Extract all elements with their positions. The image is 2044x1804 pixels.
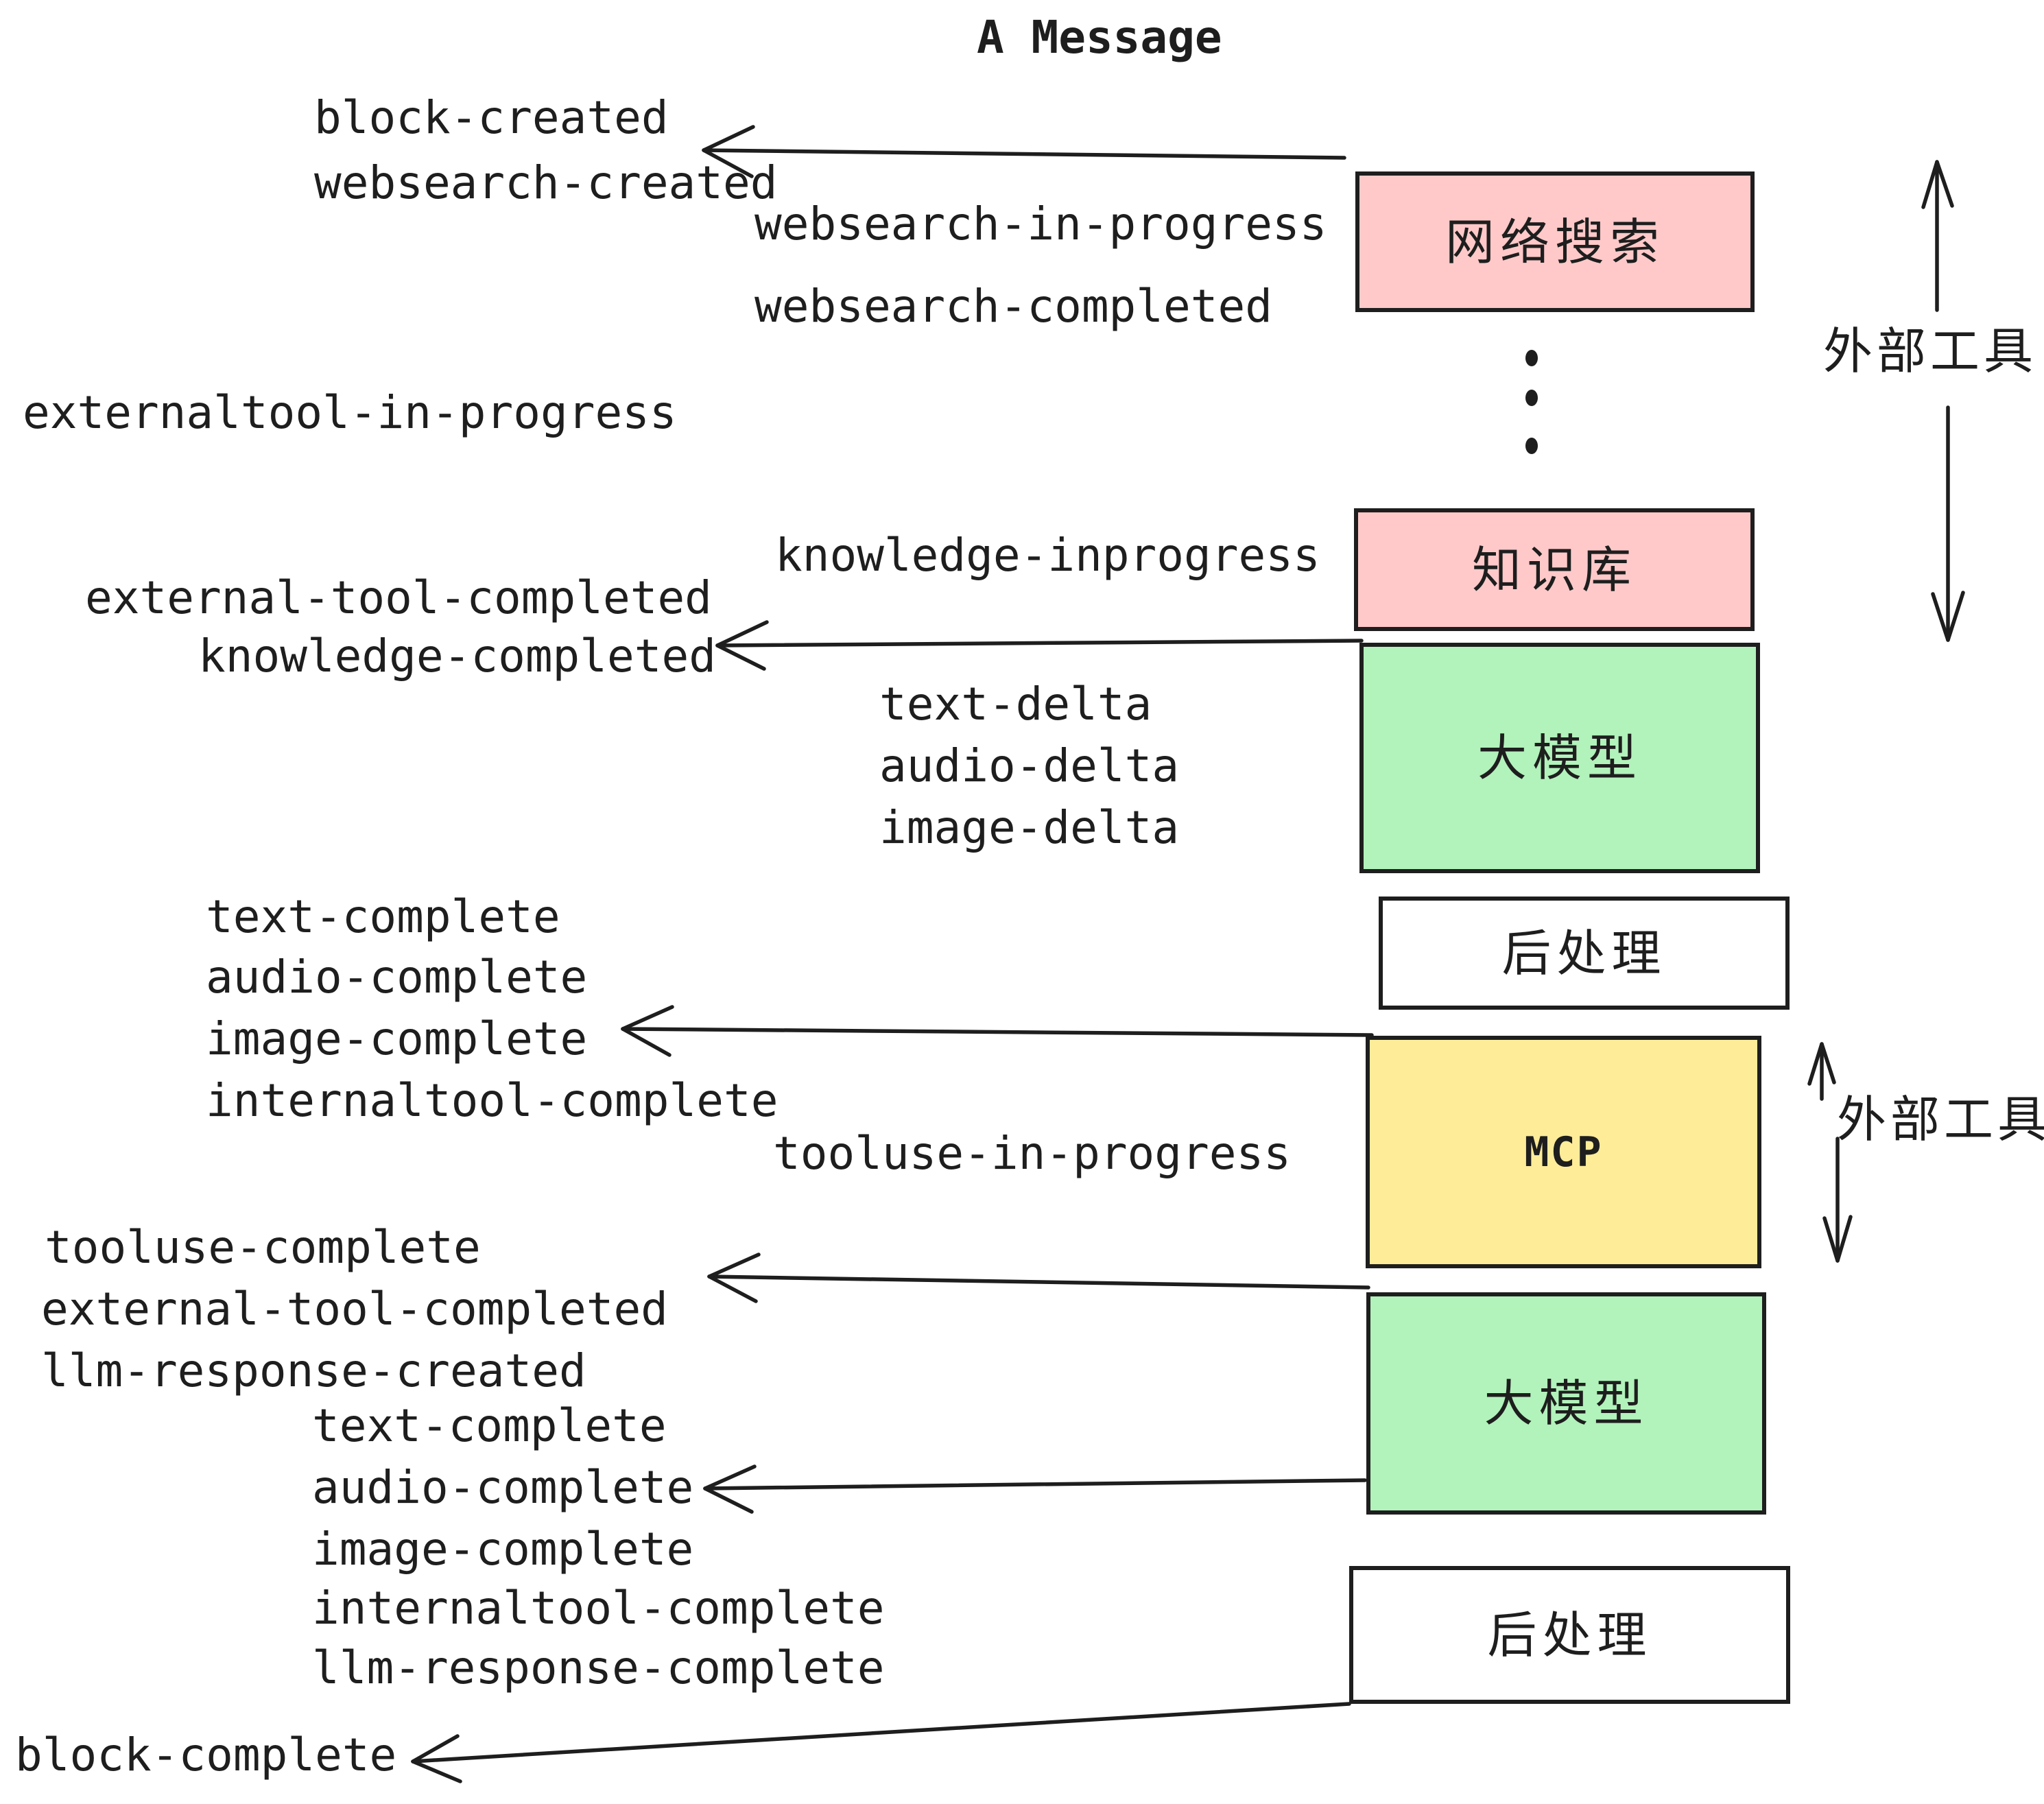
- event-text-complete-2: text-complete: [312, 1399, 667, 1452]
- arrow-internal-complete: [621, 1005, 1374, 1057]
- box-mcp: MCP: [1366, 1036, 1761, 1268]
- box-postprocess-2: 后处理: [1349, 1566, 1790, 1704]
- event-audio-complete: audio-complete: [206, 951, 588, 1004]
- event-websearch-completed: websearch-completed: [754, 280, 1272, 333]
- box-postprocess-1-label: 后处理: [1501, 924, 1667, 982]
- ellipsis-dot: [1525, 350, 1538, 366]
- event-external-tool-completed-2: external-tool-completed: [41, 1283, 668, 1336]
- page-title: A Message: [977, 11, 1222, 64]
- event-audio-delta: audio-delta: [879, 739, 1180, 792]
- arrow-external-tools-down-2: [1822, 1137, 1853, 1263]
- event-externaltool-in-progress: externaltool-in-progress: [23, 386, 677, 439]
- arrow-external-tools-up-1: [1921, 160, 1954, 312]
- event-image-complete-2: image-complete: [312, 1523, 694, 1576]
- event-image-complete: image-complete: [206, 1012, 588, 1065]
- event-knowledge-inprogress: knowledge-inprogress: [775, 529, 1320, 582]
- side-label-external-tools-2: 外部工具: [1837, 1091, 2044, 1148]
- event-internaltool-complete-2: internaltool-complete: [312, 1582, 885, 1635]
- event-tooluse-in-progress: tooluse-in-progress: [773, 1127, 1291, 1180]
- box-websearch: 网络搜索: [1355, 171, 1755, 312]
- event-image-delta: image-delta: [879, 801, 1180, 854]
- arrow-external-tools-up-2: [1807, 1042, 1836, 1101]
- box-websearch-label: 网络搜索: [1445, 213, 1665, 271]
- arrow-external-tools-down-1: [1931, 405, 1965, 642]
- box-llm-1: 大模型: [1359, 643, 1760, 873]
- event-external-tool-completed: external-tool-completed: [85, 571, 712, 624]
- event-audio-complete-2: audio-complete: [312, 1461, 694, 1514]
- box-llm-1-label: 大模型: [1477, 729, 1642, 787]
- arrow-llm-response-complete: [703, 1464, 1367, 1514]
- box-knowledge: 知识库: [1354, 508, 1755, 631]
- event-llm-response-created: llm-response-created: [41, 1344, 586, 1397]
- box-llm-2: 大模型: [1366, 1292, 1766, 1515]
- arrow-block-complete: [411, 1702, 1351, 1783]
- arrow-knowledge-completed: [715, 620, 1364, 671]
- event-text-complete: text-complete: [206, 890, 560, 943]
- ellipsis-dot: [1525, 390, 1538, 406]
- box-postprocess-1: 后处理: [1379, 897, 1790, 1010]
- event-websearch-created: websearch-created: [314, 156, 778, 209]
- box-postprocess-2-label: 后处理: [1487, 1606, 1652, 1664]
- event-tooluse-complete: tooluse-complete: [45, 1221, 481, 1274]
- event-llm-response-complete: llm-response-complete: [312, 1641, 885, 1694]
- event-knowledge-completed: knowledge-completed: [198, 630, 716, 683]
- event-block-complete: block-complete: [15, 1729, 397, 1781]
- event-websearch-in-progress: websearch-in-progress: [754, 198, 1327, 250]
- event-internaltool-complete: internaltool-complete: [206, 1074, 779, 1127]
- event-block-created: block-created: [314, 91, 669, 144]
- arrow-tooluse-complete: [707, 1253, 1370, 1303]
- event-text-delta: text-delta: [879, 678, 1152, 731]
- box-llm-2-label: 大模型: [1484, 1375, 1649, 1432]
- arrow-websearch-created: [702, 125, 1346, 178]
- box-knowledge-label: 知识库: [1471, 541, 1637, 599]
- box-mcp-label: MCP: [1524, 1128, 1603, 1176]
- ellipsis-dot: [1525, 438, 1538, 454]
- side-label-external-tools-1: 外部工具: [1823, 322, 2038, 380]
